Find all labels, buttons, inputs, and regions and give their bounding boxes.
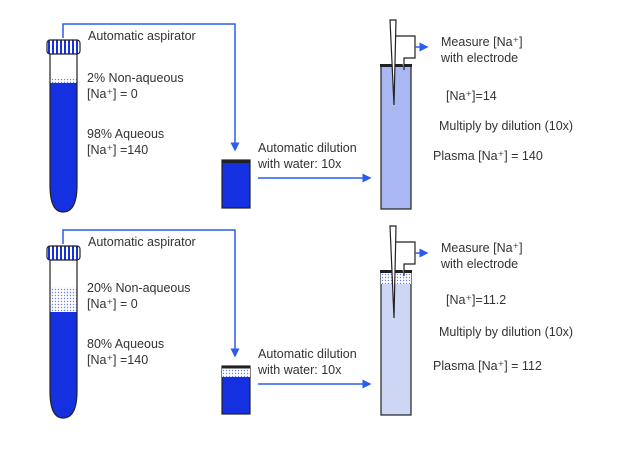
measured-na: [Na⁺]=14 — [446, 89, 497, 103]
aspirator-line — [62, 23, 240, 152]
tube-cap — [46, 245, 81, 261]
nonaqueous-na: [Na⁺] = 0 — [87, 87, 138, 101]
sample-cup — [221, 159, 251, 209]
aqueous-na: [Na⁺] =140 — [87, 143, 148, 157]
dilution-label: Automatic dilution — [258, 347, 357, 361]
panel-hyperlipidemic: Automatic aspirator 20% Non-aqueous [Na⁺… — [46, 225, 573, 419]
nonaqueous-label: 20% Non-aqueous — [87, 281, 191, 295]
aspirator-line — [62, 229, 240, 358]
aqueous-label: 98% Aqueous — [87, 127, 164, 141]
dilution-ratio: with water: 10x — [257, 363, 342, 377]
sample-cup — [221, 365, 251, 415]
dilution-label: Automatic dilution — [258, 141, 357, 155]
nonaqueous-label: 2% Non-aqueous — [87, 71, 184, 85]
aqueous-na: [Na⁺] =140 — [87, 353, 148, 367]
blood-tube — [46, 245, 81, 419]
aspirator-label: Automatic aspirator — [88, 235, 196, 249]
multiply-label: Multiply by dilution (10x) — [439, 325, 573, 339]
measured-na: [Na⁺]=11.2 — [446, 293, 506, 307]
measurement-vessel — [380, 19, 429, 210]
tube-cap — [46, 39, 81, 55]
aspirator-label: Automatic aspirator — [88, 29, 196, 43]
electrode-icon — [389, 225, 416, 319]
aqueous-label: 80% Aqueous — [87, 337, 164, 351]
measure-method: with electrode — [440, 51, 518, 65]
dilution-ratio: with water: 10x — [257, 157, 342, 171]
measure-label: Measure [Na⁺] — [441, 35, 523, 49]
plasma-result: Plasma [Na⁺] = 140 — [433, 149, 543, 163]
blood-tube — [46, 39, 81, 213]
electrode-icon — [389, 19, 416, 106]
panel-normal: Automatic aspirator 2% Non-aqueous [Na⁺]… — [46, 19, 573, 213]
multiply-label: Multiply by dilution (10x) — [439, 119, 573, 133]
measure-label: Measure [Na⁺] — [441, 241, 523, 255]
nonaqueous-na: [Na⁺] = 0 — [87, 297, 138, 311]
measurement-vessel — [380, 225, 429, 416]
plasma-result: Plasma [Na⁺] = 112 — [433, 359, 542, 373]
measure-method: with electrode — [440, 257, 518, 271]
